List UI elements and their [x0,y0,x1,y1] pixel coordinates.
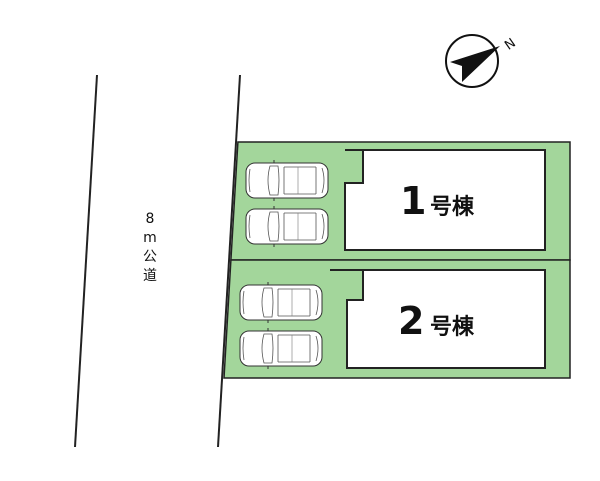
road-label-char: 道 [143,268,157,284]
car-icon [239,327,323,370]
road-label-char: 公 [143,249,157,265]
car-icon [239,281,323,324]
building-1-number: 1 [400,179,426,223]
car-icon [245,159,329,202]
building-2 [346,269,546,369]
road-label-char: m [143,230,157,246]
north-arrow-icon: N [445,34,519,88]
building-1-suffix: 号棟 [430,194,475,220]
road-edge-east [217,74,241,448]
building-2-suffix: 号棟 [430,314,475,340]
road-edge-west [74,74,98,448]
building-2-number: 2 [398,299,424,343]
car-icon [245,205,329,248]
road-label-char: 8 [145,211,155,227]
building-1 [344,149,546,251]
compass-label: N [502,36,519,54]
road-label: 8 m 公 道 [140,210,160,286]
